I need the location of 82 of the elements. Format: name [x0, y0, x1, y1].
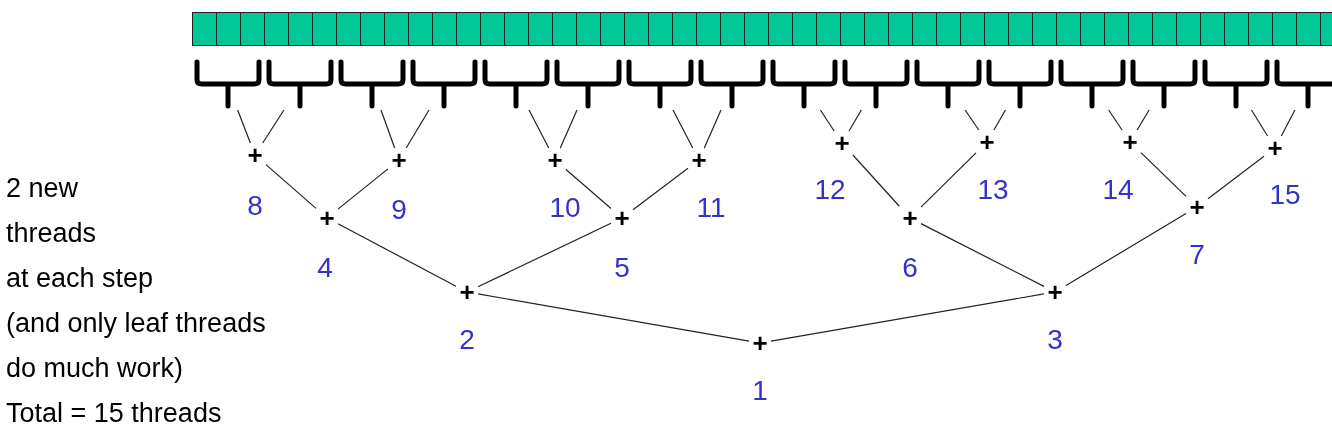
- plus-sign: +: [245, 144, 265, 166]
- plus-sign: +: [1120, 131, 1140, 153]
- plus-sign: +: [545, 149, 565, 171]
- connector-line: [632, 167, 689, 211]
- connector-line: [848, 109, 862, 132]
- thread-number: 3: [1047, 324, 1063, 356]
- thread-number: 7: [1189, 239, 1205, 271]
- brace: [1274, 60, 1332, 110]
- brace: [626, 60, 694, 110]
- brace: [1202, 60, 1270, 110]
- brace: [194, 60, 262, 110]
- plus-sign: +: [1265, 137, 1285, 159]
- plus-sign: +: [317, 207, 337, 229]
- connector-line: [1065, 213, 1187, 287]
- brace: [1130, 60, 1198, 110]
- brace: [986, 60, 1054, 110]
- connector-line: [262, 109, 285, 144]
- note-text: do much work): [6, 353, 184, 384]
- brace: [410, 60, 478, 110]
- connector-line: [405, 109, 430, 149]
- connector-line: [1108, 109, 1123, 131]
- connector-line: [265, 164, 317, 209]
- thread-number: 8: [247, 190, 263, 222]
- connector-line: [964, 109, 980, 131]
- connector-line: [337, 223, 457, 287]
- thread-number: 6: [902, 252, 918, 284]
- brace: [770, 60, 838, 110]
- thread-number: 13: [977, 174, 1009, 206]
- thread-number: 10: [549, 192, 581, 224]
- plus-sign: +: [389, 149, 409, 171]
- connector-line: [672, 109, 694, 149]
- connector-line: [237, 109, 251, 144]
- connector-line: [1280, 109, 1296, 137]
- plus-sign: +: [977, 131, 997, 153]
- connector-line: [852, 154, 900, 207]
- connector-line: [770, 293, 1045, 342]
- connector-line: [703, 109, 722, 149]
- connector-line: [920, 152, 977, 208]
- thread-number: 14: [1102, 174, 1134, 206]
- connector-line: [477, 222, 612, 288]
- connector-line: [1250, 109, 1269, 137]
- thread-number: 9: [391, 194, 407, 226]
- plus-sign: +: [1045, 281, 1065, 303]
- brace: [842, 60, 910, 110]
- plus-sign: +: [750, 332, 770, 354]
- note-text: threads: [6, 218, 97, 249]
- brace: [554, 60, 622, 110]
- plus-sign: +: [612, 207, 632, 229]
- connector-line: [1136, 109, 1150, 131]
- brace: [338, 60, 406, 110]
- brace: [914, 60, 982, 110]
- thread-number: 1: [752, 375, 768, 407]
- connector-line: [1140, 152, 1187, 197]
- brace: [1058, 60, 1126, 110]
- note-text: (and only leaf threads: [6, 308, 266, 339]
- thread-number: 4: [317, 252, 333, 284]
- plus-sign: +: [900, 207, 920, 229]
- plus-sign: +: [1187, 196, 1207, 218]
- connector-line: [565, 168, 612, 210]
- brace: [266, 60, 334, 110]
- connector-line: [1207, 155, 1265, 200]
- note-text: Total = 15 threads: [6, 398, 222, 429]
- connector-line: [477, 293, 750, 342]
- plus-sign: +: [832, 132, 852, 154]
- connector-line: [993, 109, 1007, 131]
- brace: [698, 60, 766, 110]
- connector-line: [559, 109, 578, 149]
- thread-number: 11: [696, 192, 726, 224]
- connector-line: [819, 109, 835, 132]
- thread-number: 15: [1269, 179, 1301, 211]
- connector-line: [528, 109, 550, 149]
- connector-line: [380, 109, 396, 149]
- connector-line: [920, 223, 1045, 287]
- note-text: 2 new: [6, 173, 79, 204]
- plus-sign: +: [689, 149, 709, 171]
- brace: [482, 60, 550, 110]
- thread-number: 2: [459, 324, 475, 356]
- thread-number: 5: [614, 252, 630, 284]
- note-text: at each step: [6, 263, 154, 294]
- thread-number: 12: [814, 174, 846, 206]
- connector-line: [337, 168, 389, 210]
- plus-sign: +: [457, 281, 477, 303]
